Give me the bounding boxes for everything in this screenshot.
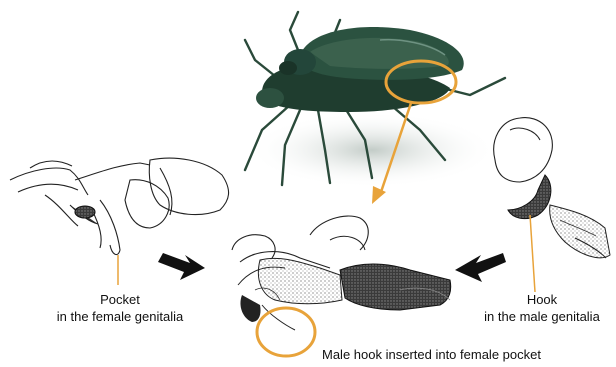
left-black-arrow <box>158 253 205 280</box>
highlight-hook-circle <box>257 308 315 356</box>
hook-pointer-line <box>530 215 535 292</box>
combined-genitalia-drawing <box>232 216 451 330</box>
hook-label-line1: Hook <box>470 291 614 308</box>
pocket-label-line1: Pocket <box>38 291 202 308</box>
pocket-label-line2: in the female genitalia <box>38 308 202 325</box>
mating-beetles-photo <box>245 12 505 188</box>
male-genitalia-drawing <box>494 118 610 258</box>
figure-caption: Male hook inserted into female pocket <box>322 346 541 363</box>
hook-label-line2: in the male genitalia <box>470 308 614 325</box>
right-black-arrow <box>455 253 506 282</box>
female-genitalia-drawing <box>10 158 229 254</box>
pocket-label: Pocket in the female genitalia <box>38 291 202 325</box>
hook-label: Hook in the male genitalia <box>470 291 614 325</box>
